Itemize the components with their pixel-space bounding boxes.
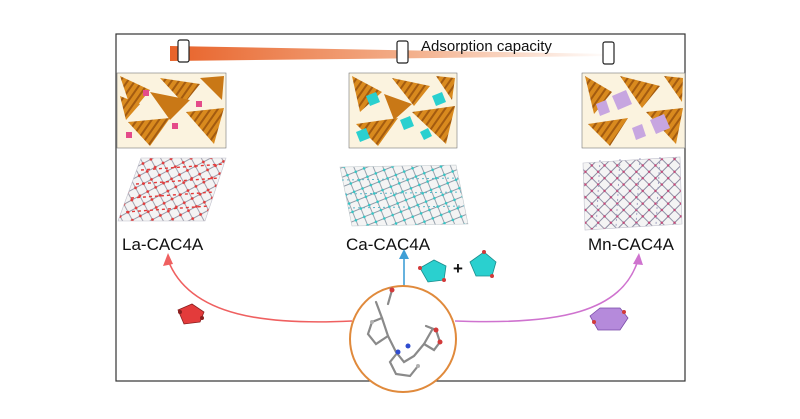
- mn-metal-cluster: [589, 307, 629, 331]
- la-crystal-packing-image: [116, 72, 227, 149]
- adsorption-capacity-bar: Adsorption capacity: [170, 38, 615, 65]
- ligand-molecule-circle: [349, 285, 457, 393]
- ca-framework-lattice-image: [339, 164, 469, 227]
- la-metal-cluster: [177, 303, 205, 325]
- ca-reaction-arrow: [399, 249, 409, 286]
- capacity-gradient-wedge: [170, 46, 612, 61]
- framework-label-ca: Ca-CAC4A: [346, 235, 431, 254]
- mn-crystal-packing-image: [581, 72, 686, 149]
- ca-metal-clusters: [418, 250, 497, 283]
- plus-sign: +: [453, 259, 463, 278]
- mn-framework-lattice-image: [582, 156, 683, 231]
- la-reaction-arrow: [163, 253, 353, 323]
- mn-reaction-arrow: [454, 253, 643, 323]
- la-framework-lattice-image: [117, 157, 227, 222]
- framework-label-la: La-CAC4A: [122, 235, 204, 254]
- framework-label-mn: Mn-CAC4A: [588, 235, 675, 254]
- adsorption-capacity-label: Adsorption capacity: [421, 38, 552, 55]
- ca-crystal-packing-image: [348, 72, 458, 149]
- capacity-marker-mn: [602, 41, 615, 65]
- capacity-marker-la: [177, 39, 190, 63]
- capacity-marker-ca: [396, 40, 409, 64]
